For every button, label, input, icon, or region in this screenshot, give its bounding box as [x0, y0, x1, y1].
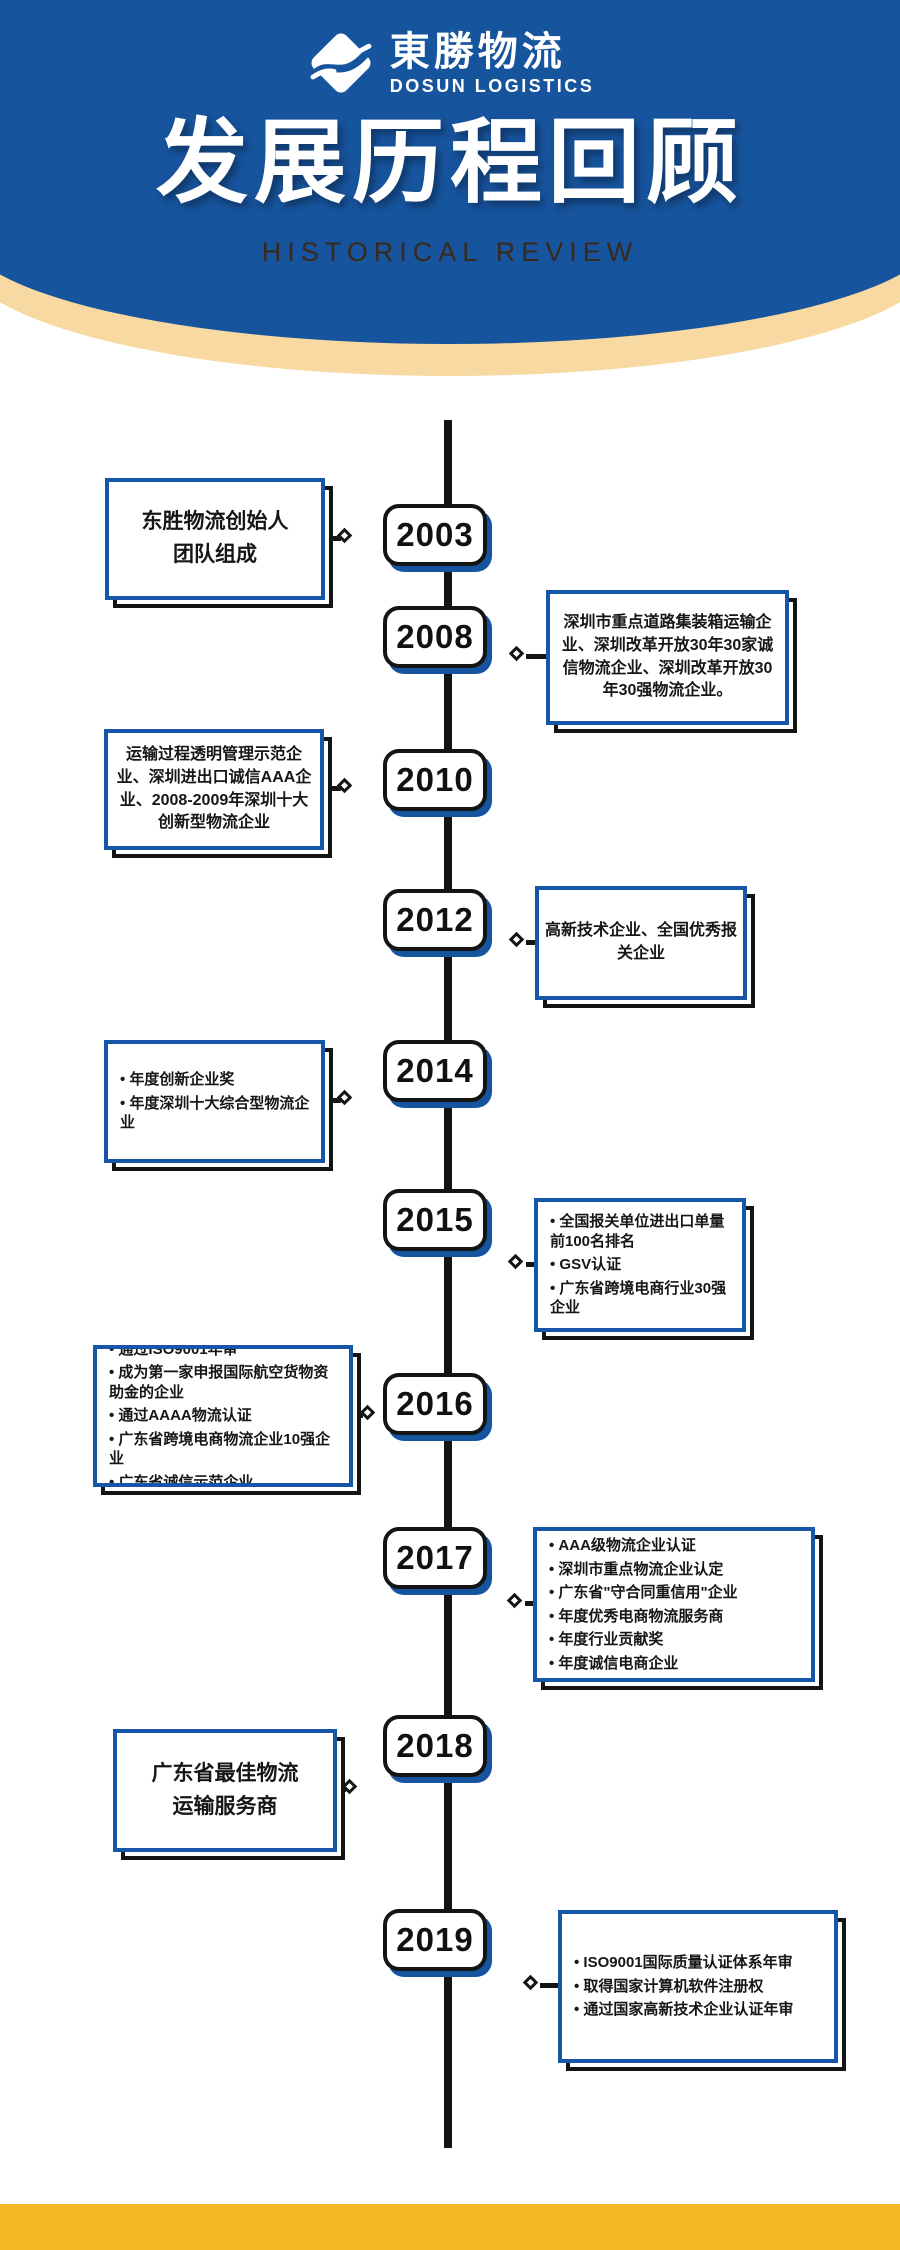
- connector-line: [325, 536, 341, 541]
- connector-line: [324, 786, 341, 791]
- bullet-item: 年度行业贡献奖: [549, 1630, 803, 1650]
- logo-diamond-icon: [310, 33, 372, 93]
- bullet-item: 广东省跨境电商物流企业10强企业: [109, 1430, 341, 1469]
- connector-line: [526, 654, 546, 659]
- bullet-list: 年度创新企业奖年度深圳十大综合型物流企业: [104, 1040, 325, 1163]
- bullet-item: 通过国家高新技术企业认证年审: [574, 2000, 826, 2020]
- year-label: 2019: [396, 1921, 474, 1958]
- timeline-axis: [444, 420, 452, 2148]
- diamond-connector-icon: [508, 645, 525, 662]
- bullet-item: 广东省跨境电商行业30强企业: [550, 1279, 734, 1318]
- milestone-card-2014: 年度创新企业奖年度深圳十大综合型物流企业: [104, 1040, 333, 1171]
- year-node-2018: 2018: [383, 1715, 487, 1777]
- bullet-item: 广东省"守合同重信用"企业: [549, 1583, 803, 1603]
- header: 東勝物流 DOSUN LOGISTICS 发展历程回顾 HISTORICAL R…: [0, 0, 900, 268]
- milestone-text: 东胜物流创始人 团队组成: [105, 478, 325, 600]
- bullet-item: 年度优秀电商物流服务商: [549, 1607, 803, 1627]
- logo-cn: 東勝物流: [389, 29, 566, 74]
- milestone-card-2019: ISO9001国际质量认证体系年审取得国家计算机软件注册权通过国家高新技术企业认…: [558, 1910, 846, 2071]
- year-node-2008: 2008: [383, 606, 487, 668]
- milestone-card-2008: 深圳市重点道路集装箱运输企业、深圳改革开放30年30家诚信物流企业、深圳改革开放…: [546, 590, 797, 733]
- connector-line: [526, 940, 535, 945]
- logo-text: 東勝物流 DOSUN LOGISTICS: [390, 30, 595, 97]
- bullet-item: 通过ISO9001年审: [109, 1349, 341, 1359]
- diamond-connector-icon: [507, 1253, 524, 1270]
- page-title: 发展历程回顾: [155, 112, 744, 214]
- milestone-card-2015: 全国报关单位进出口单量前100名排名 GSV认证广东省跨境电商行业30强企业: [534, 1198, 754, 1340]
- milestone-card-2016: 通过ISO9001年审成为第一家申报国际航空货物资助金的企业通过AAAA物流认证…: [93, 1345, 361, 1495]
- milestone-card-2018: 广东省最佳物流 运输服务商: [113, 1729, 345, 1860]
- year-label: 2012: [396, 901, 474, 938]
- bullet-item: 取得国家计算机软件注册权: [574, 1977, 826, 1997]
- bullet-item: ISO9001国际质量认证体系年审: [574, 1953, 826, 1973]
- year-node-2014: 2014: [383, 1040, 487, 1102]
- footer-band: [0, 2204, 900, 2250]
- milestone-card-2003: 东胜物流创始人 团队组成: [105, 478, 333, 608]
- bullet-item: 深圳市重点物流企业认定: [549, 1560, 803, 1580]
- connector-line: [325, 1098, 341, 1103]
- bullet-item: 全国报关单位进出口单量前100名排名: [550, 1212, 734, 1251]
- year-node-2019: 2019: [383, 1909, 487, 1971]
- year-node-2012: 2012: [383, 889, 487, 951]
- year-node-2003: 2003: [383, 504, 487, 566]
- year-label: 2015: [396, 1201, 474, 1238]
- bullet-item: 年度深圳十大综合型物流企业: [120, 1094, 313, 1133]
- header-blue-band: [0, 0, 900, 344]
- year-node-2015: 2015: [383, 1189, 487, 1251]
- bullet-list: 全国报关单位进出口单量前100名排名 GSV认证广东省跨境电商行业30强企业: [534, 1198, 746, 1332]
- year-label: 2017: [396, 1539, 474, 1576]
- bullet-list: ISO9001国际质量认证体系年审取得国家计算机软件注册权通过国家高新技术企业认…: [558, 1910, 838, 2063]
- bullet-item: GSV认证: [550, 1255, 734, 1275]
- year-label: 2016: [396, 1385, 474, 1422]
- milestone-card-2010: 运输过程透明管理示范企业、深圳进出口诚信AAA企业、2008-2009年深圳十大…: [104, 729, 332, 858]
- milestone-text: 运输过程透明管理示范企业、深圳进出口诚信AAA企业、2008-2009年深圳十大…: [104, 729, 324, 850]
- bullet-item: 通过AAAA物流认证: [109, 1406, 341, 1426]
- page-subtitle: HISTORICAL REVIEW: [261, 237, 639, 267]
- bullet-item: AAA级物流企业认证: [549, 1536, 803, 1556]
- year-node-2016: 2016: [383, 1373, 487, 1435]
- bullet-item: 年度创新企业奖: [120, 1070, 313, 1090]
- milestone-card-2012: 高新技术企业、全国优秀报关企业: [535, 886, 755, 1008]
- bullet-item: 成为第一家申报国际航空货物资助金的企业: [109, 1363, 341, 1402]
- diamond-connector-icon: [522, 1974, 539, 1991]
- logo: 東勝物流 DOSUN LOGISTICS: [0, 22, 900, 104]
- year-label: 2003: [396, 516, 474, 553]
- year-label: 2010: [396, 761, 474, 798]
- year-node-2017: 2017: [383, 1527, 487, 1589]
- milestone-card-2017: AAA级物流企业认证深圳市重点物流企业认定广东省"守合同重信用"企业年度优秀电商…: [533, 1527, 823, 1690]
- bullet-item: 年度诚信电商企业: [549, 1654, 803, 1674]
- connector-line: [526, 1262, 534, 1267]
- year-node-2010: 2010: [383, 749, 487, 811]
- connector-line: [525, 1601, 533, 1606]
- year-label: 2018: [396, 1727, 474, 1764]
- milestone-text: 深圳市重点道路集装箱运输企业、深圳改革开放30年30家诚信物流企业、深圳改革开放…: [546, 590, 789, 725]
- milestone-text: 高新技术企业、全国优秀报关企业: [535, 886, 747, 1000]
- bullet-list: AAA级物流企业认证深圳市重点物流企业认定广东省"守合同重信用"企业年度优秀电商…: [533, 1527, 815, 1682]
- connector-line: [540, 1983, 558, 1988]
- bullet-list: 通过ISO9001年审成为第一家申报国际航空货物资助金的企业通过AAAA物流认证…: [93, 1345, 353, 1487]
- year-label: 2008: [396, 618, 474, 655]
- milestone-text: 广东省最佳物流 运输服务商: [113, 1729, 337, 1852]
- diamond-connector-icon: [506, 1592, 523, 1609]
- year-label: 2014: [396, 1052, 474, 1089]
- diamond-connector-icon: [508, 931, 525, 948]
- logo-en: DOSUN LOGISTICS: [389, 75, 595, 96]
- bullet-item: 广东省诚信示范企业: [109, 1473, 341, 1483]
